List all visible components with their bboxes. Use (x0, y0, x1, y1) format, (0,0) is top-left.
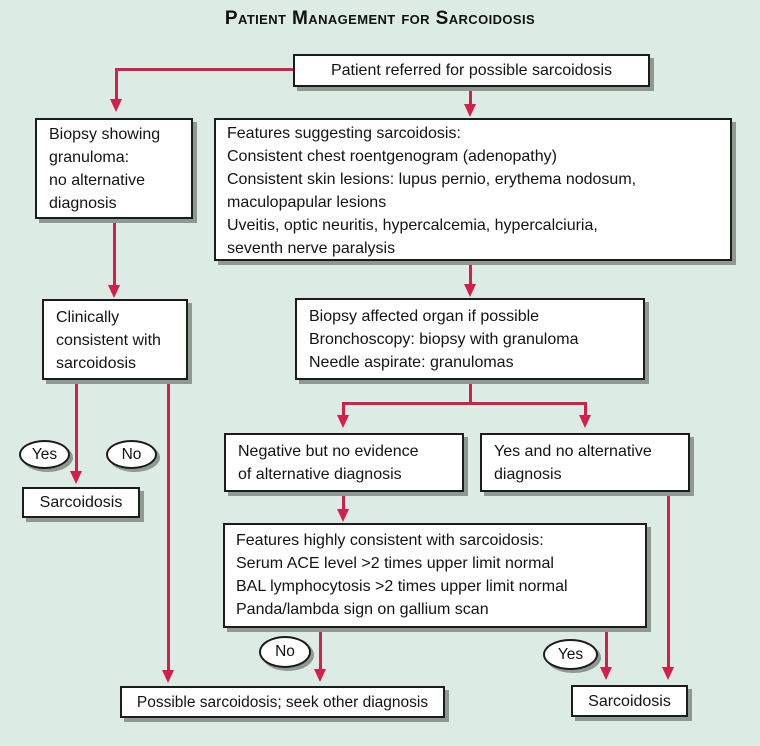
connector-negative-to-features-highly (341, 492, 345, 509)
node-biopsy-affected: Biopsy affected organ if possible Bronch… (295, 298, 645, 380)
connector-split-horizontal (341, 402, 587, 405)
node-yes-no-alternative: Yes and no alternative diagnosis (480, 433, 690, 492)
connector-split-left-drop (341, 402, 345, 415)
diagram-title: Patient Management for Sarcoidosis (224, 8, 536, 29)
decision-no-bottom: No (259, 636, 311, 668)
arrowhead-to-sarcoidosis-left (70, 471, 82, 484)
node-features-suggesting: Features suggesting sarcoidosis: Consist… (214, 118, 732, 261)
node-features-highly: Features highly consistent with sarcoido… (223, 523, 647, 628)
arrowhead-featuresno-to-possible (314, 669, 326, 682)
node-possible-sarcoidosis: Possible sarcoidosis; seek other diagnos… (120, 686, 445, 718)
connector-clinical-no-long (166, 380, 170, 670)
arrowhead-to-biopsy-affected (464, 284, 476, 297)
arrowhead-clinical-no-to-possible (162, 670, 174, 683)
connector-biopsy-affected-down (468, 380, 472, 405)
node-negative-no-evidence: Negative but no evidence of alternative … (224, 433, 464, 492)
arrowhead-featuresyes-to-sarcoidosis (600, 667, 612, 680)
arrowhead-yesalt-to-sarcoidosis (662, 667, 674, 680)
connector-referral-down (468, 87, 472, 104)
connector-features-highly-yes (604, 628, 608, 667)
connector-granuloma-to-clinical (112, 220, 116, 285)
node-sarcoidosis-left: Sarcoidosis (22, 487, 140, 518)
connector-features-highly-no (318, 628, 322, 669)
arrowhead-to-negative-box (337, 415, 349, 428)
arrowhead-to-features-highly (337, 509, 349, 522)
decision-no-left: No (106, 440, 157, 469)
arrowhead-to-yes-no-alt-box (579, 415, 591, 428)
connector-clinical-yes (74, 380, 78, 471)
arrowhead-to-features-suggesting (464, 104, 476, 117)
node-referral: Patient referred for possible sarcoidosi… (293, 54, 650, 87)
connector-split-right-drop (583, 402, 587, 415)
node-biopsy-granuloma: Biopsy showing granuloma: no alternative… (35, 118, 193, 219)
connector-referral-left-horizontal (115, 68, 293, 71)
connector-yesalt-to-sarcoidosis-long (666, 492, 670, 667)
connector-features-to-biopsy-affected (468, 260, 472, 284)
node-sarcoidosis-right: Sarcoidosis (571, 685, 688, 717)
decision-yes-bottom: Yes (543, 639, 598, 670)
connector-referral-left-vertical (114, 68, 118, 99)
decision-yes-left: Yes (19, 440, 70, 469)
node-clinically-consistent: Clinically consistent with sarcoidosis (42, 299, 188, 380)
arrowhead-to-biopsy-granuloma (110, 99, 122, 112)
arrowhead-to-clinically-consistent (108, 285, 120, 298)
